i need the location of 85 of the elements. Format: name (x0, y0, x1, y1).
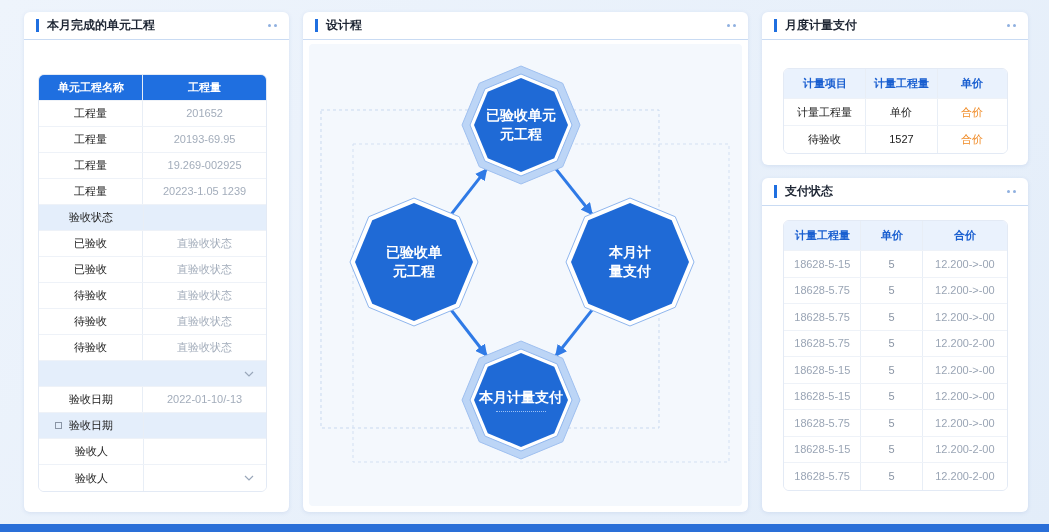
octagon-label: 本月计量支付 (478, 388, 564, 407)
table-cell-text: 合价 (961, 132, 984, 148)
table-cell-text: 12.200->-00 (935, 389, 995, 404)
table-cell-text: 18628-5-15 (794, 362, 851, 378)
table-cell-text: 12.200->-00 (935, 362, 995, 378)
table-cell-text: 工程量 (74, 184, 108, 200)
octagon-label: 本月计量支付 (608, 243, 652, 281)
table-cell-text: 1527 (889, 132, 914, 148)
table-cell-text: 20193-69.95 (173, 132, 236, 148)
table-cell-text: 2022-01-10/-13 (166, 392, 243, 408)
arrow (450, 309, 488, 357)
table-header-cell-text: 单价 (961, 76, 984, 92)
table-cell-text: 直验收状态 (177, 262, 233, 278)
table-cell-text: 待验收 (808, 132, 842, 148)
table-cell-text: 18628-5-15 (794, 256, 851, 272)
table-cell-text: 验收日期 (69, 418, 113, 434)
table-cell-text: 已验收 (74, 262, 108, 278)
table-cell-text: 待验收 (74, 340, 108, 356)
octagon-label: 已验收单元工程 (385, 243, 443, 281)
arrow (554, 167, 594, 216)
process-octagon (349, 197, 479, 327)
panel-card (762, 12, 1028, 165)
table-cell-text: 工程量 (74, 132, 108, 148)
panel-title: 本月完成的单元工程 (36, 19, 155, 32)
table-cell-text: 5 (888, 336, 895, 351)
table-cell-text: 直验收状态 (177, 314, 233, 330)
table-header-cell-text: 合价 (953, 228, 976, 244)
table-header-cell-text: 单价 (880, 228, 903, 244)
table-cell-text: 19.269-002925 (167, 158, 242, 174)
panel-card (303, 12, 748, 512)
table-cell-text: 12.200-2-00 (935, 469, 995, 484)
table-cell-text: 12.200->-00 (935, 283, 995, 298)
table-cell-text: 18628-5.75 (794, 415, 850, 431)
table-cell-text: 18628-5.75 (794, 283, 850, 298)
table-cell-text: 合价 (961, 104, 984, 120)
table-cell-text: 18628-5.75 (794, 469, 850, 484)
table-cell-text: 18628-5.75 (794, 309, 850, 325)
table-header-cell-text: 计量项目 (802, 76, 847, 92)
table-header-cell-text: 单元工程名称 (57, 80, 124, 96)
process-octagon (565, 197, 695, 327)
process-octagon (461, 65, 581, 185)
table-cell-text: 5 (888, 283, 895, 298)
table-cell-text: 工程量 (74, 158, 108, 174)
table-cell-text: 18628-5-15 (794, 442, 851, 457)
table-cell-text: 直验收状态 (177, 236, 233, 252)
table-header-cell-text: 工程量 (188, 80, 222, 96)
table-cell-text: 18628-5.75 (794, 336, 850, 351)
table-header-cell-text: 计量工程量 (873, 76, 929, 92)
table-cell-text: 直验收状态 (177, 288, 233, 304)
table-cell-text: 12.200->-00 (935, 309, 995, 325)
table-cell-text: 5 (888, 469, 895, 484)
panel-card (24, 12, 289, 512)
table-cell-text: 12.200->-00 (935, 256, 995, 272)
table-cell-text: 已验收 (74, 236, 108, 252)
arrow (554, 308, 594, 357)
table-cell-text: 5 (888, 362, 895, 378)
table-cell-text: 计量工程量 (797, 104, 853, 120)
table-cell-text: 12.200->-00 (935, 415, 995, 431)
table-cell-text: 12.200-2-00 (935, 336, 995, 351)
panel-card (762, 178, 1028, 512)
table-cell-text: 单价 (890, 104, 913, 120)
table-cell-text: 5 (888, 256, 895, 272)
table-cell-text: 5 (888, 389, 895, 404)
table-cell-text: 20223-1.05 1239 (162, 184, 247, 200)
table-cell-text: 5 (888, 442, 895, 457)
octagon-label: 已验收单元元工程 (485, 106, 557, 144)
arrow (450, 168, 488, 215)
panel-title: 支付状态 (774, 185, 833, 198)
process-octagon (461, 340, 581, 460)
table-cell-text: 验收人 (74, 444, 108, 460)
table-cell-text: 验收日期 (68, 392, 113, 408)
table-cell-text: 验收人 (74, 470, 108, 486)
table-cell-text: 工程量 (74, 106, 108, 122)
table-header-cell-text: 计量工程量 (794, 228, 850, 244)
table-cell-text: 18628-5-15 (794, 389, 851, 404)
table-cell-text: 12.200-2-00 (935, 442, 995, 457)
panel-title: 设计程 (315, 19, 362, 32)
table-cell-text: 验收状态 (69, 210, 113, 226)
table-cell-text: 5 (888, 415, 895, 431)
table-cell-text: 201652 (186, 106, 223, 122)
table-cell-text: 待验收 (74, 314, 108, 330)
table-cell-text: 待验收 (74, 288, 108, 304)
panel-title: 月度计量支付 (774, 19, 857, 32)
table-cell-text: 5 (888, 309, 895, 325)
table-cell-text: 直验收状态 (177, 340, 233, 356)
